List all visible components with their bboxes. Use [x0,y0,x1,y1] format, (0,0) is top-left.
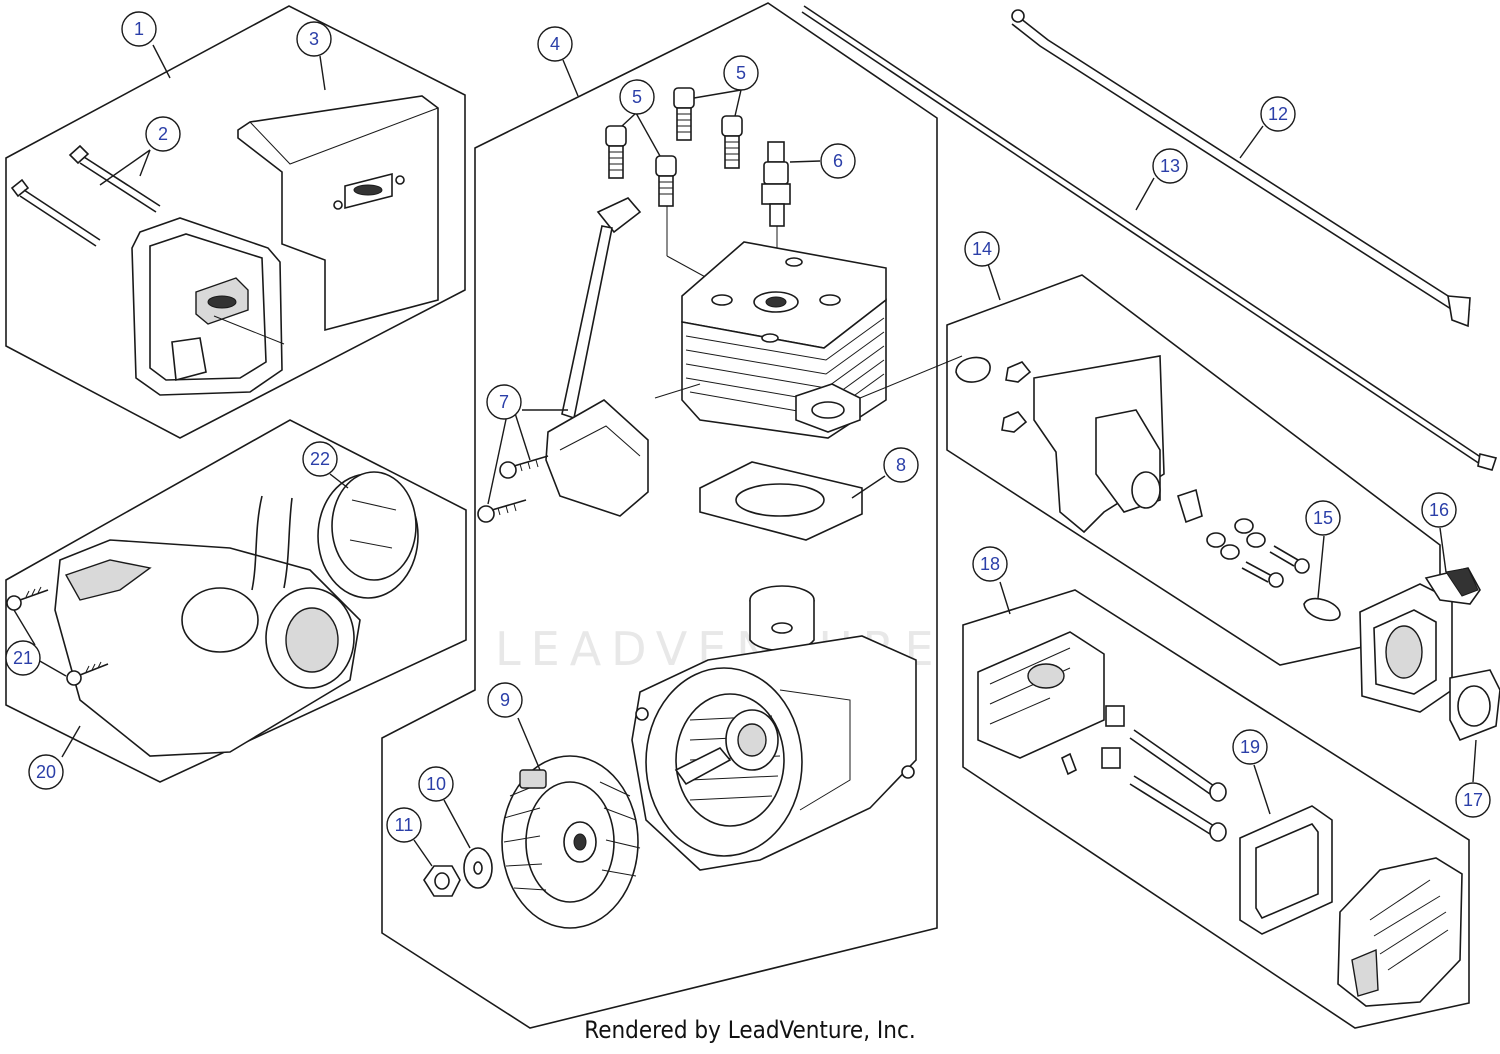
tank-screw [6,586,49,611]
callout-1: 1 [121,11,157,47]
carb-bolt [1241,561,1284,588]
muffler-assembly [10,95,439,396]
callout-22: 22 [302,441,338,477]
flywheel-nut [423,865,461,897]
callout-7: 7 [486,384,522,420]
heat-shield [237,95,439,332]
carburetor [1359,567,1481,713]
muffler-bolt [68,144,161,213]
callout-20: 20 [28,754,64,790]
svg-text:12: 12 [1268,104,1288,124]
ignition-module [477,197,649,523]
svg-text:14: 14 [972,239,992,259]
callout-5a: 5 [619,79,655,115]
svg-text:18: 18 [980,554,1000,574]
intake-assembly [955,355,1341,622]
intake-gasket [1303,597,1341,622]
throttle-cable [1011,9,1471,328]
svg-text:17: 17 [1463,790,1483,810]
callout-10: 10 [418,766,454,802]
long-screw [1129,775,1227,842]
leader-lines [13,44,1477,867]
callout-8: 8 [883,447,919,483]
cylinder-screw [605,125,627,179]
flywheel-washer [463,847,493,889]
fuel-tank-assembly [6,471,419,757]
callout-11: 11 [386,807,422,843]
callout-15: 15 [1305,500,1341,536]
svg-text:22: 22 [310,449,330,469]
svg-text:10: 10 [426,774,446,794]
svg-text:6: 6 [833,151,843,171]
callout-4: 4 [537,26,573,62]
air-filter [1239,805,1333,935]
callout-3: 3 [296,21,332,57]
svg-text:3: 3 [309,29,319,49]
callout-14: 14 [964,231,1000,267]
panel-tank [5,419,467,783]
flywheel [501,755,641,929]
svg-text:13: 13 [1160,156,1180,176]
cylinder-screw [673,87,695,141]
callouts: 1 2 3 4 5 5 6 7 8 9 10 11 12 13 14 15 16… [5,11,1491,843]
svg-text:16: 16 [1429,500,1449,520]
air-filter-assembly [977,631,1463,1007]
callout-12: 12 [1260,96,1296,132]
cylinder-screw [655,155,677,207]
tank-screw [66,661,109,686]
svg-text:21: 21 [13,648,33,668]
cylinder-screw [721,115,743,169]
footer-credit: Rendered by LeadVenture, Inc. [584,1016,916,1044]
carb-bolt [1269,545,1310,574]
crankcase [631,585,917,871]
engine-assembly [423,87,963,929]
fuel-cap [317,471,419,599]
svg-text:19: 19 [1240,737,1260,757]
air-filter-cover [1337,857,1463,1007]
cylinder [654,241,963,439]
callout-5b: 5 [723,55,759,91]
ignition-screw [477,499,527,523]
stop-cable [801,5,1498,471]
panel-engine [381,2,938,1029]
panel-muffler [5,5,466,439]
spark-plug [761,141,791,300]
muffler-bolt [10,178,101,247]
callout-19: 19 [1232,729,1268,765]
long-screw [1129,729,1227,802]
filter-base [977,631,1105,759]
carburetor-gasket [1449,669,1500,742]
svg-text:5: 5 [736,63,746,83]
callout-9: 9 [487,682,523,718]
callout-21: 21 [5,640,41,676]
ignition-screw [499,455,549,479]
svg-text:4: 4 [550,34,560,54]
svg-text:11: 11 [395,815,414,835]
panel-air-filter [962,589,1470,1029]
svg-text:9: 9 [500,690,510,710]
cylinder-gasket [699,461,863,541]
callout-17: 17 [1455,782,1491,818]
svg-text:1: 1 [134,19,144,39]
washer [1206,518,1266,560]
svg-text:2: 2 [158,124,168,144]
svg-text:8: 8 [896,455,906,475]
callout-13: 13 [1152,148,1188,184]
svg-text:5: 5 [632,87,642,107]
spacer [1101,705,1125,769]
callout-2: 2 [145,116,181,152]
callout-6: 6 [820,143,856,179]
callout-16: 16 [1421,492,1457,528]
callout-18: 18 [972,546,1008,582]
svg-text:20: 20 [36,762,56,782]
svg-text:7: 7 [499,392,509,412]
svg-text:15: 15 [1313,508,1333,528]
